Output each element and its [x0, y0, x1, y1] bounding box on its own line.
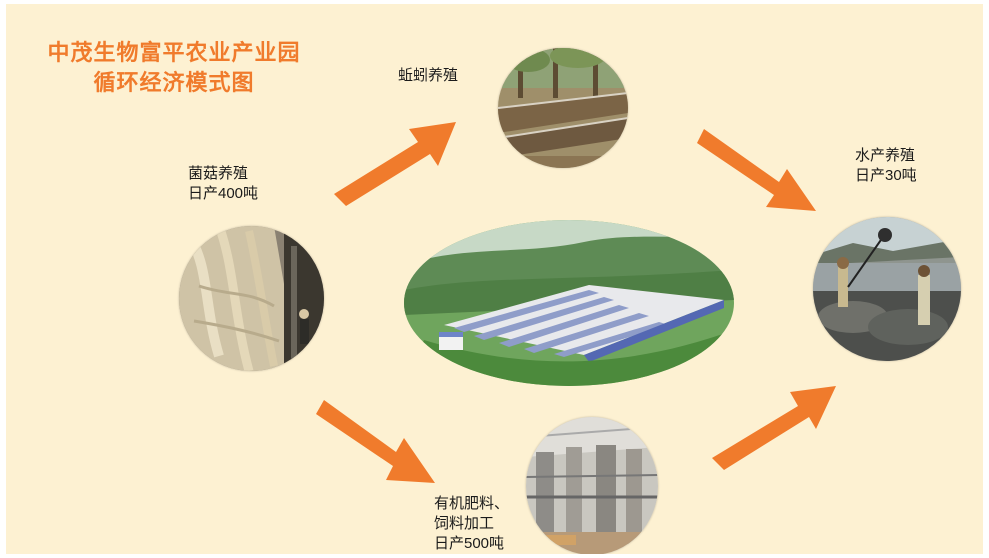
factory-aerial-photo [404, 220, 734, 386]
earthworm-label-line-1: 蚯蚓养殖 [398, 67, 459, 84]
fertilizer-photo [526, 417, 658, 554]
arrow-to-fertilizer [316, 400, 435, 483]
fertilizer-label: 有机肥料、 饲料加工 日产500吨 [434, 494, 509, 554]
mushroom-label-line-1: 菌菇养殖 [188, 165, 249, 182]
aquaculture-label: 水产养殖 日产30吨 [855, 146, 917, 186]
arrow-to-aquaculture [697, 129, 816, 211]
fertilizer-label-line-1: 有机肥料、 [434, 495, 510, 512]
diagram-title: 中茂生物富平农业产业园 循环经济模式图 [24, 38, 324, 98]
title-line-2: 循环经济模式图 [93, 70, 255, 95]
mushroom-label: 菌菇养殖 日产400吨 [188, 164, 258, 204]
aquaculture-label-line-1: 水产养殖 [855, 147, 916, 164]
mushroom-photo [179, 226, 324, 371]
earthworm-label: 蚯蚓养殖 [398, 66, 458, 86]
arrow-to-earthworm [334, 122, 456, 206]
diagram-canvas: 中茂生物富平农业产业园 循环经济模式图 菌菇养殖 日产400吨 蚯蚓养殖 [6, 4, 983, 554]
aquaculture-photo [813, 217, 961, 361]
mushroom-label-line-2: 日产400吨 [188, 185, 259, 202]
fertilizer-label-line-3: 日产500吨 [434, 535, 505, 552]
aquaculture-label-line-2: 日产30吨 [855, 167, 917, 184]
arrow-fertilizer-to-aquaculture [712, 386, 836, 470]
earthworm-photo [498, 48, 628, 168]
title-line-1: 中茂生物富平农业产业园 [47, 40, 301, 65]
fertilizer-label-line-2: 饲料加工 [434, 515, 495, 532]
